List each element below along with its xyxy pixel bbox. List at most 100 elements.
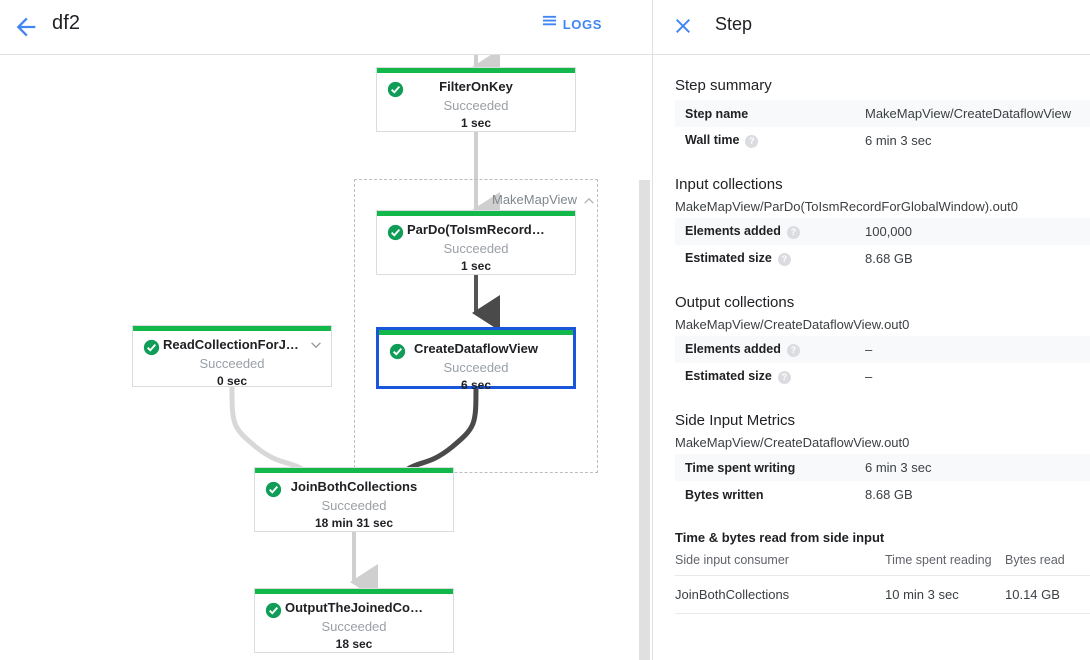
help-icon[interactable]: ? (777, 370, 791, 384)
page-title: df2 (52, 12, 81, 34)
cell-bytes: 10.14 GB (1005, 575, 1090, 614)
collection-name: MakeMapView/ParDo(ToIsmRecordForGlobalWi… (675, 199, 1018, 214)
table-row: JoinBothCollections 10 min 3 sec 10.14 G… (675, 575, 1090, 614)
column-header-consumer[interactable]: Side input consumer (675, 549, 885, 576)
node-status: Succeeded (321, 619, 387, 634)
node-duration: 18 min 31 sec (314, 516, 394, 530)
collection-name: MakeMapView/CreateDataflowView.out0 (675, 435, 910, 450)
graph-node-outputthejoinedcollec[interactable]: OutputTheJoinedCollec… Succeeded 18 sec (254, 588, 454, 653)
section-heading: Time & bytes read from side input (675, 530, 885, 545)
chevron-up-icon[interactable] (582, 194, 596, 208)
table-row: Step name MakeMapView/CreateDataflowView (675, 100, 1090, 127)
node-status-bar (377, 211, 575, 216)
node-duration: 1 sec (460, 116, 492, 130)
node-duration: 0 sec (216, 374, 248, 388)
row-value: 8.68 GB (865, 487, 913, 502)
step-panel-header: Step (653, 0, 1090, 55)
section-side-input-reads: Time & bytes read from side input Side i… (653, 530, 1090, 614)
row-key: Estimated size? (675, 245, 855, 272)
panel-title: Step (715, 14, 753, 34)
chevron-down-icon[interactable] (309, 338, 323, 352)
row-value: 8.68 GB (865, 251, 913, 266)
section-input-collections: Input collections MakeMapView/ParDo(ToIs… (653, 176, 1090, 272)
column-header-bytes[interactable]: Bytes read (1005, 549, 1090, 576)
row-value: MakeMapView/CreateDataflowView (865, 106, 1072, 121)
table-row: Time spent writing 6 min 3 sec (675, 454, 1090, 481)
graph-edges (229, 55, 500, 600)
row-key: Elements added? (675, 336, 855, 363)
cell-consumer: JoinBothCollections (675, 575, 885, 614)
step-details-panel: Step Step summary Step name MakeMapView/… (653, 0, 1090, 660)
row-value: 6 min 3 sec (865, 133, 932, 148)
node-status: Succeeded (443, 98, 509, 113)
node-duration: 18 sec (335, 637, 373, 651)
step-summary-table: Step name MakeMapView/CreateDataflowView… (675, 100, 1090, 154)
node-status-bar (255, 589, 453, 594)
check-circle-icon (387, 224, 404, 241)
row-key: Time spent writing (685, 460, 796, 475)
collection-name: MakeMapView/CreateDataflowView.out0 (675, 317, 910, 332)
section-heading: Output collections (675, 294, 795, 311)
check-circle-icon (143, 339, 160, 356)
job-header: df2 LOGS (0, 0, 652, 55)
row-key: Wall time? (675, 127, 855, 154)
node-label: ParDo(ToIsmRecordFor… (407, 222, 566, 237)
graph-node-pardo-toismrecordfor[interactable]: ParDo(ToIsmRecordFor… Succeeded 1 sec (376, 210, 576, 275)
group-label: MakeMapView (492, 192, 578, 207)
node-duration: 1 sec (460, 259, 492, 273)
row-key: Step name (685, 106, 749, 121)
job-graph-pane: df2 LOGS (0, 0, 652, 660)
node-label: CreateDataflowView (413, 341, 539, 356)
help-icon[interactable]: ? (786, 225, 800, 239)
section-heading: Input collections (675, 176, 783, 193)
logs-button[interactable]: LOGS (542, 14, 602, 34)
close-icon[interactable] (671, 14, 695, 38)
help-icon[interactable]: ? (786, 343, 800, 357)
pane-divider (652, 0, 653, 660)
node-duration: 6 sec (460, 378, 492, 392)
table-row: Elements added? – (675, 336, 1090, 363)
section-heading: Side Input Metrics (675, 412, 796, 429)
row-key: Bytes written (685, 487, 764, 502)
help-icon[interactable]: ? (745, 134, 759, 148)
output-collections-table: Elements added? – Estimated size? – (675, 336, 1090, 390)
section-side-input-metrics: Side Input Metrics MakeMapView/CreateDat… (653, 412, 1090, 508)
step-panel-body: Step summary Step name MakeMapView/Creat… (653, 55, 1090, 660)
table-row: Estimated size? – (675, 363, 1090, 390)
row-key: Elements added? (675, 218, 855, 245)
graph-vertical-scrollbar[interactable] (639, 180, 650, 660)
node-status-bar (133, 326, 331, 331)
group-container-makemapview[interactable] (354, 179, 598, 473)
section-output-collections: Output collections MakeMapView/CreateDat… (653, 294, 1090, 390)
job-graph-canvas[interactable]: MakeMapView FilterOnKey Succeeded 1 sec (0, 55, 652, 660)
node-status: Succeeded (199, 356, 265, 371)
section-heading: Step summary (675, 77, 772, 94)
row-key: Estimated size? (675, 363, 855, 390)
node-label: OutputTheJoinedCollec… (285, 600, 445, 615)
node-label: ReadCollectionForJoin (163, 337, 306, 352)
check-circle-icon (265, 602, 282, 619)
arrow-back-icon[interactable] (12, 13, 40, 41)
node-label: JoinBothCollections (290, 479, 418, 494)
graph-node-readcollectionforjoin[interactable]: ReadCollectionForJoin Succeeded 0 sec (132, 325, 332, 388)
side-input-metrics-table: Time spent writing 6 min 3 sec Bytes wri… (675, 454, 1090, 508)
check-circle-icon (265, 481, 282, 498)
node-label: FilterOnKey (439, 79, 513, 94)
node-status-bar (255, 468, 453, 473)
node-status: Succeeded (443, 241, 509, 256)
graph-node-createdataflowview[interactable]: CreateDataflowView Succeeded 6 sec (376, 327, 576, 392)
section-step-summary: Step summary Step name MakeMapView/Creat… (653, 77, 1090, 154)
cell-time: 10 min 3 sec (885, 575, 1005, 614)
help-icon[interactable]: ? (777, 252, 791, 266)
node-status: Succeeded (443, 360, 509, 375)
node-status-bar (377, 68, 575, 73)
check-circle-icon (389, 343, 406, 360)
table-row: Wall time? 6 min 3 sec (675, 127, 1090, 154)
row-value: – (865, 369, 873, 384)
graph-node-filteronkey[interactable]: FilterOnKey Succeeded 1 sec (376, 67, 576, 132)
node-status: Succeeded (321, 498, 387, 513)
column-header-time[interactable]: Time spent reading (885, 549, 1005, 576)
graph-node-joinbothcollections[interactable]: JoinBothCollections Succeeded 18 min 31 … (254, 467, 454, 532)
input-collections-table: Elements added? 100,000 Estimated size? … (675, 218, 1090, 272)
